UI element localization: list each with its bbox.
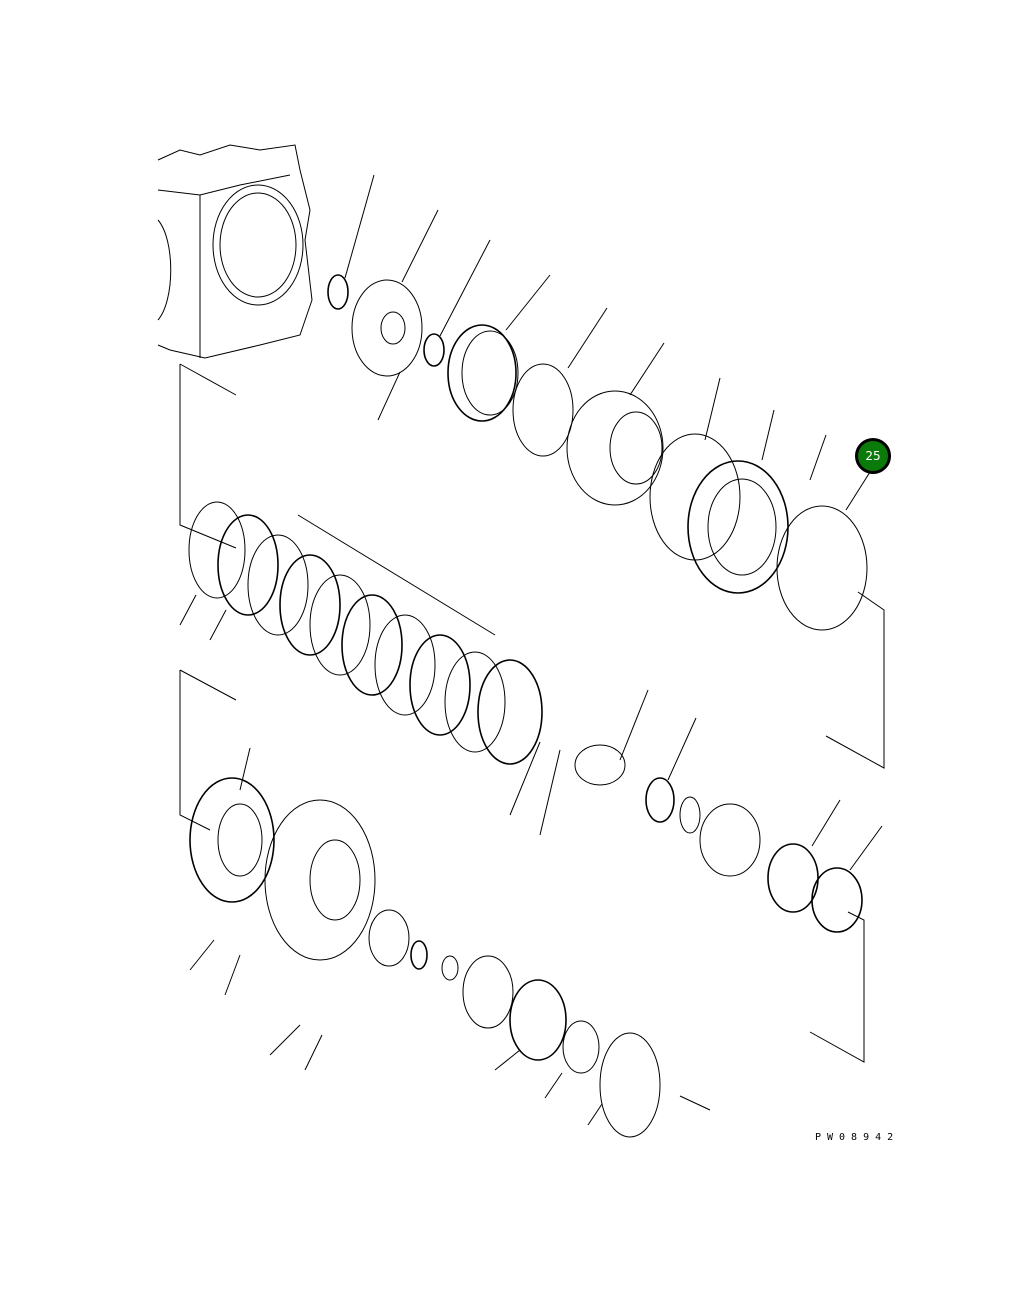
upper-part-row (327, 174, 885, 769)
callout-25[interactable]: 25 (855, 438, 891, 474)
callout-label: 25 (865, 449, 881, 463)
clutch-disc-stack (179, 363, 561, 836)
middle-part-row (574, 689, 883, 1063)
lower-part-row (179, 669, 711, 1138)
transmission-housing (157, 144, 313, 359)
drawing-code: PW08942 (815, 1132, 900, 1143)
